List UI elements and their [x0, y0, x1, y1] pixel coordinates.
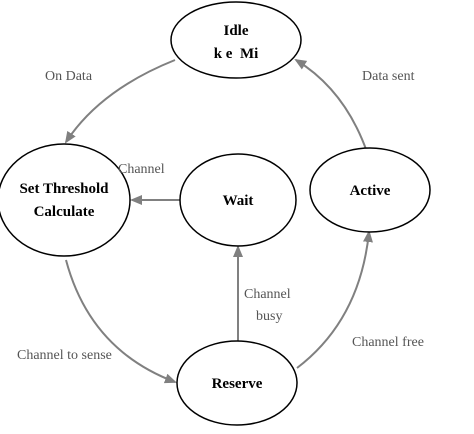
edge-active-to-idle [294, 58, 368, 153]
edge-label-channel-free: Channel free [352, 335, 424, 350]
edge-label-data-sent: Data sent [362, 69, 415, 84]
node-wait-label: Wait [223, 193, 254, 209]
edge-set-threshold-to-reserve [65, 259, 177, 384]
node-reserve-label: Reserve [212, 376, 263, 392]
node-idle-label-line2: k e Mi [214, 46, 259, 62]
node-active-label: Active [350, 183, 391, 199]
node-reserve: Reserve [176, 340, 298, 426]
node-active: Active [309, 147, 431, 233]
edge-idle-to-set-threshold [64, 59, 176, 144]
node-set-threshold: Set Threshold Calculate [0, 143, 131, 257]
edge-label-channel-busy-line2: busy [256, 309, 282, 324]
edge-reserve-to-active [296, 230, 373, 369]
edge-label-channel-to-sense: Channel to sense [17, 348, 112, 363]
edge-label-channel-busy-line1: Channel [244, 287, 291, 302]
node-set-threshold-label-line1: Set Threshold [19, 181, 109, 197]
node-idle-label-line1: Idle [223, 23, 248, 39]
node-wait: Wait [179, 153, 297, 247]
edge-label-on-data: On Data [45, 69, 93, 84]
node-idle: Idle k e Mi [170, 1, 302, 79]
node-set-threshold-label-line2: Calculate [34, 204, 95, 220]
edge-label-channel: Channel [118, 162, 165, 177]
